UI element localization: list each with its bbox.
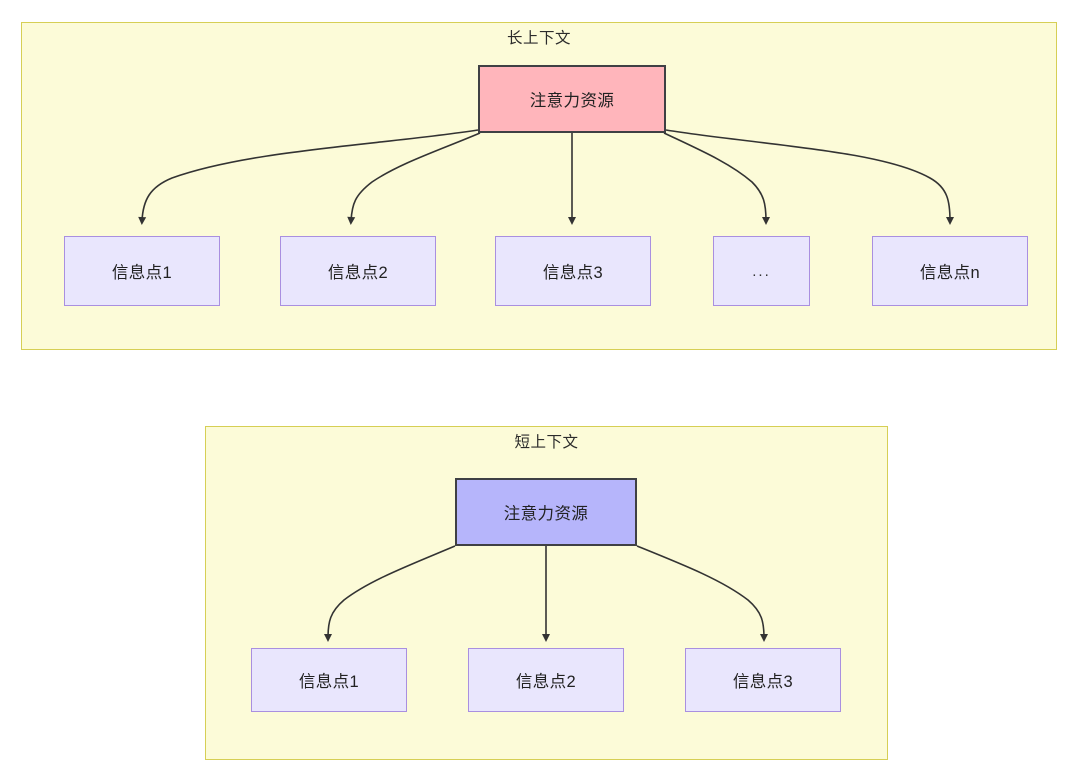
node-info-point-long-3[interactable]: 信息点3 <box>495 236 651 306</box>
node-attention-resource-short[interactable]: 注意力资源 <box>455 478 637 546</box>
group-title-short-context: 短上下文 <box>514 434 579 451</box>
node-info-point-short-3[interactable]: 信息点3 <box>685 648 841 712</box>
node-attention-resource-long[interactable]: 注意力资源 <box>478 65 666 133</box>
node-info-point-short-1[interactable]: 信息点1 <box>251 648 407 712</box>
group-title-long-context: 长上下文 <box>506 30 571 47</box>
node-info-point-long-2[interactable]: 信息点2 <box>280 236 436 306</box>
node-info-point-long-n[interactable]: 信息点n <box>872 236 1028 306</box>
node-info-point-long-1[interactable]: 信息点1 <box>64 236 220 306</box>
node-info-point-long-ellipsis[interactable]: ... <box>713 236 810 306</box>
node-info-point-short-2[interactable]: 信息点2 <box>468 648 624 712</box>
